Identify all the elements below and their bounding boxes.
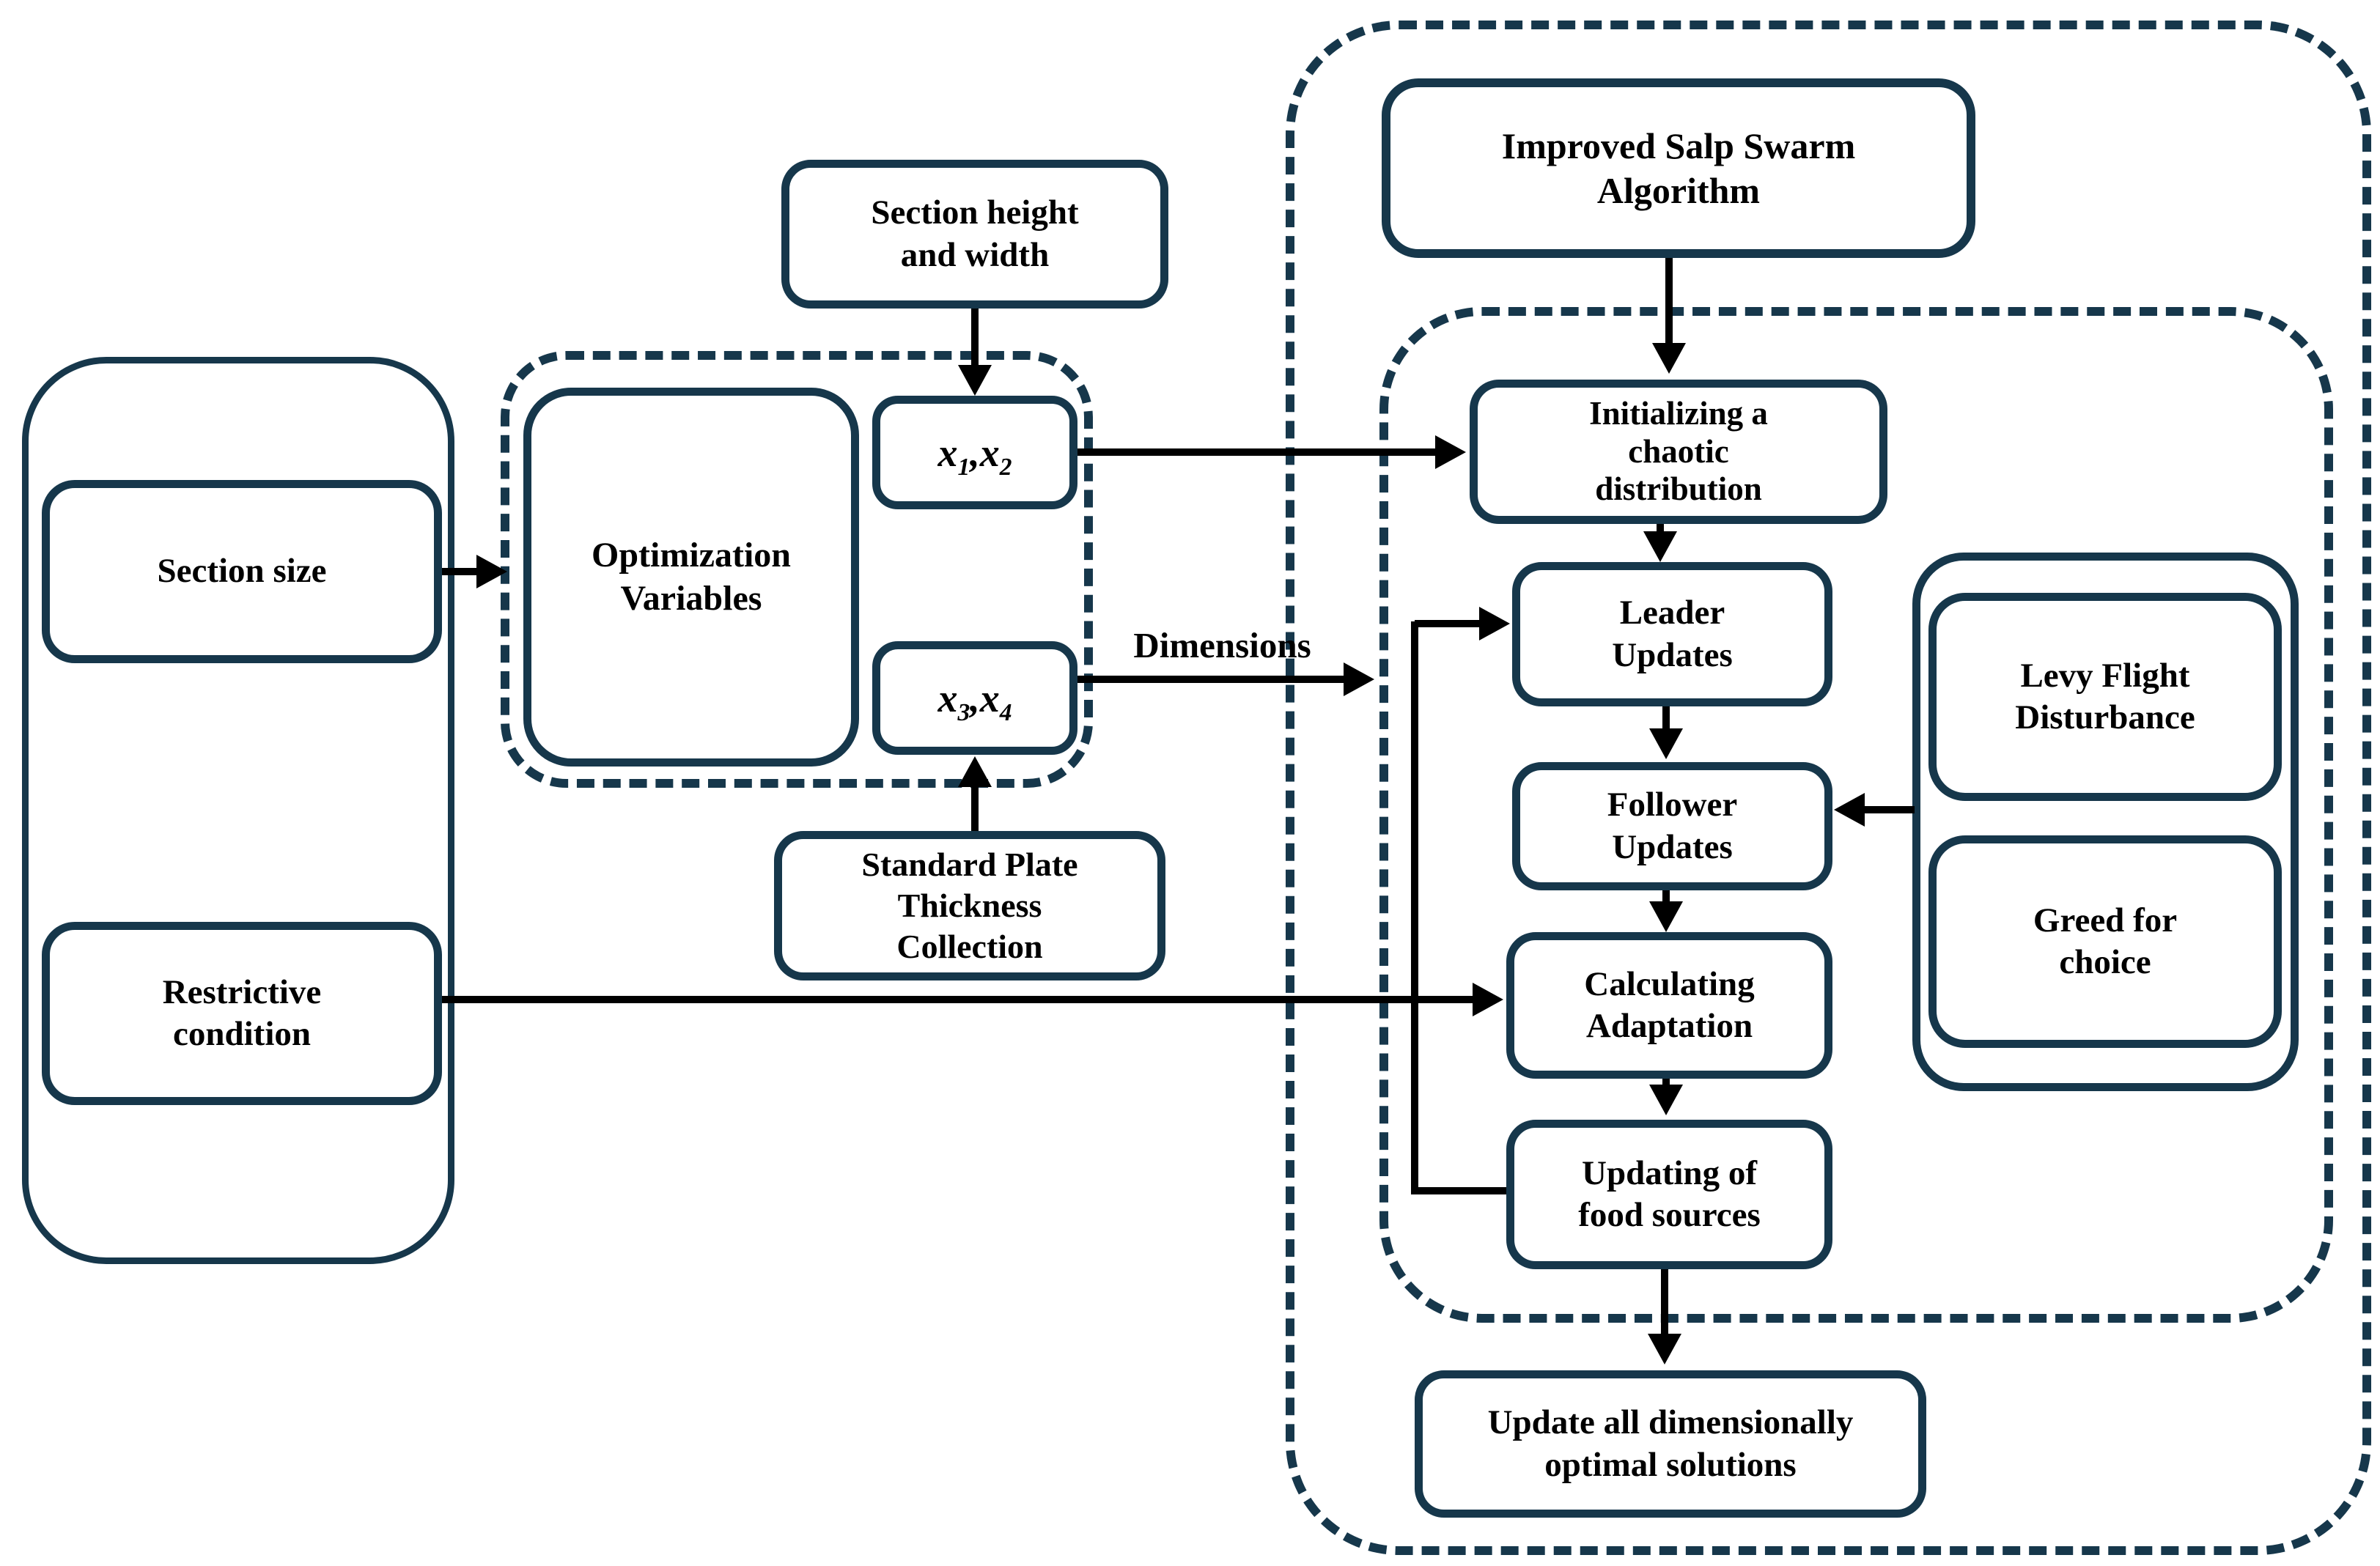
feedback-horizontal-bottom: [1415, 1187, 1506, 1194]
node-improved-salp-swarm-label: Improved Salp Swarm Algorithm: [1501, 125, 1856, 211]
node-greed-for-choice: Greed for choice: [1928, 835, 2282, 1048]
label-dimensions: Dimensions: [1133, 625, 1311, 665]
arrowhead-section-size-to-optimization: [476, 555, 507, 588]
node-standard-plate-thickness-label: Standard Plate Thickness Collection: [861, 845, 1078, 966]
node-restrictive-condition-label: Restrictive condition: [162, 972, 322, 1053]
arrow-calculating-to-updating: [1662, 1079, 1670, 1087]
node-optimization-variables-label: Optimization Variables: [592, 535, 791, 618]
feedback-vertical: [1411, 621, 1418, 1194]
arrow-issa-to-initializing: [1665, 258, 1673, 344]
node-update-all-solutions-label: Update all dimensionally optimal solutio…: [1487, 1403, 1854, 1484]
inner-algorithm-dashed-container: [1379, 307, 2333, 1323]
outer-algorithm-dashed-container: [1286, 21, 2371, 1555]
arrowhead-feedback-to-leader: [1479, 607, 1510, 640]
node-initializing-chaotic-label: Initializing a chaotic distribution: [1589, 394, 1768, 508]
arrow-restrictive-to-calculating: [442, 996, 1474, 1003]
arrow-x3x4-dimensions: [1077, 676, 1345, 683]
arrow-updating-to-update-all: [1661, 1269, 1668, 1337]
node-levy-flight: Levy Flight Disturbance: [1928, 593, 2282, 801]
arrow-follower-to-calculating: [1662, 890, 1670, 904]
arrowhead-initializing-to-leader: [1643, 531, 1677, 562]
arrow-section-size-to-optimization: [442, 568, 479, 575]
arrowhead-updating-to-update-all: [1648, 1334, 1681, 1364]
node-section-height-width-label: Section height and width: [871, 193, 1079, 274]
node-leader-updates: Leader Updates: [1512, 562, 1832, 706]
node-x1-x2-label: x1,x2: [937, 430, 1012, 481]
node-updating-food-sources: Updating of food sources: [1506, 1120, 1832, 1269]
node-updating-food-sources-label: Updating of food sources: [1578, 1153, 1761, 1234]
arrow-levy-to-follower: [1865, 806, 1915, 813]
node-update-all-solutions: Update all dimensionally optimal solutio…: [1415, 1370, 1926, 1518]
arrow-x1x2-to-initializing: [1077, 448, 1437, 456]
arrowhead-section-height-to-x1x2: [958, 365, 992, 396]
arrowhead-issa-to-initializing: [1652, 343, 1686, 374]
arrowhead-x1x2-to-initializing: [1435, 435, 1466, 469]
arrowhead-standard-plate-to-x3x4: [958, 756, 992, 787]
node-section-height-width: Section height and width: [781, 160, 1168, 309]
node-improved-salp-swarm: Improved Salp Swarm Algorithm: [1382, 78, 1975, 258]
node-initializing-chaotic: Initializing a chaotic distribution: [1470, 380, 1887, 524]
arrow-standard-plate-to-x3x4: [971, 784, 979, 831]
arrow-initializing-to-leader: [1657, 524, 1664, 534]
node-levy-flight-label: Levy Flight Disturbance: [2015, 656, 2195, 736]
arrowhead-calculating-to-updating: [1649, 1085, 1683, 1115]
left-group-container: [22, 357, 454, 1264]
feedback-horizontal-top: [1415, 620, 1481, 627]
node-follower-updates: Follower Updates: [1512, 762, 1832, 890]
node-section-size: Section size: [42, 480, 442, 663]
arrowhead-x3x4-dimensions: [1344, 662, 1374, 696]
node-follower-updates-label: Follower Updates: [1607, 786, 1738, 866]
node-restrictive-condition: Restrictive condition: [42, 922, 442, 1105]
node-calculating-adaptation: Calculating Adaptation: [1506, 932, 1832, 1079]
node-calculating-adaptation-label: Calculating Adaptation: [1584, 964, 1755, 1045]
arrowhead-levy-to-follower: [1834, 793, 1865, 827]
arrowhead-restrictive-to-calculating: [1473, 983, 1503, 1016]
node-leader-updates-label: Leader Updates: [1612, 594, 1733, 674]
arrowhead-follower-to-calculating: [1649, 901, 1683, 932]
node-standard-plate-thickness: Standard Plate Thickness Collection: [774, 831, 1165, 980]
arrowhead-leader-to-follower: [1649, 728, 1683, 759]
node-optimization-variables: Optimization Variables: [523, 388, 859, 767]
arrow-section-height-to-x1x2: [971, 309, 979, 367]
node-x1-x2: x1,x2: [872, 396, 1077, 509]
node-x3-x4: x3,x4: [872, 641, 1077, 755]
node-section-size-label: Section size: [157, 552, 327, 591]
levy-greed-group-container: [1912, 553, 2299, 1091]
node-x3-x4-label: x3,x4: [937, 676, 1012, 726]
node-greed-for-choice-label: Greed for choice: [2033, 901, 2178, 981]
arrow-leader-to-follower: [1662, 706, 1670, 731]
